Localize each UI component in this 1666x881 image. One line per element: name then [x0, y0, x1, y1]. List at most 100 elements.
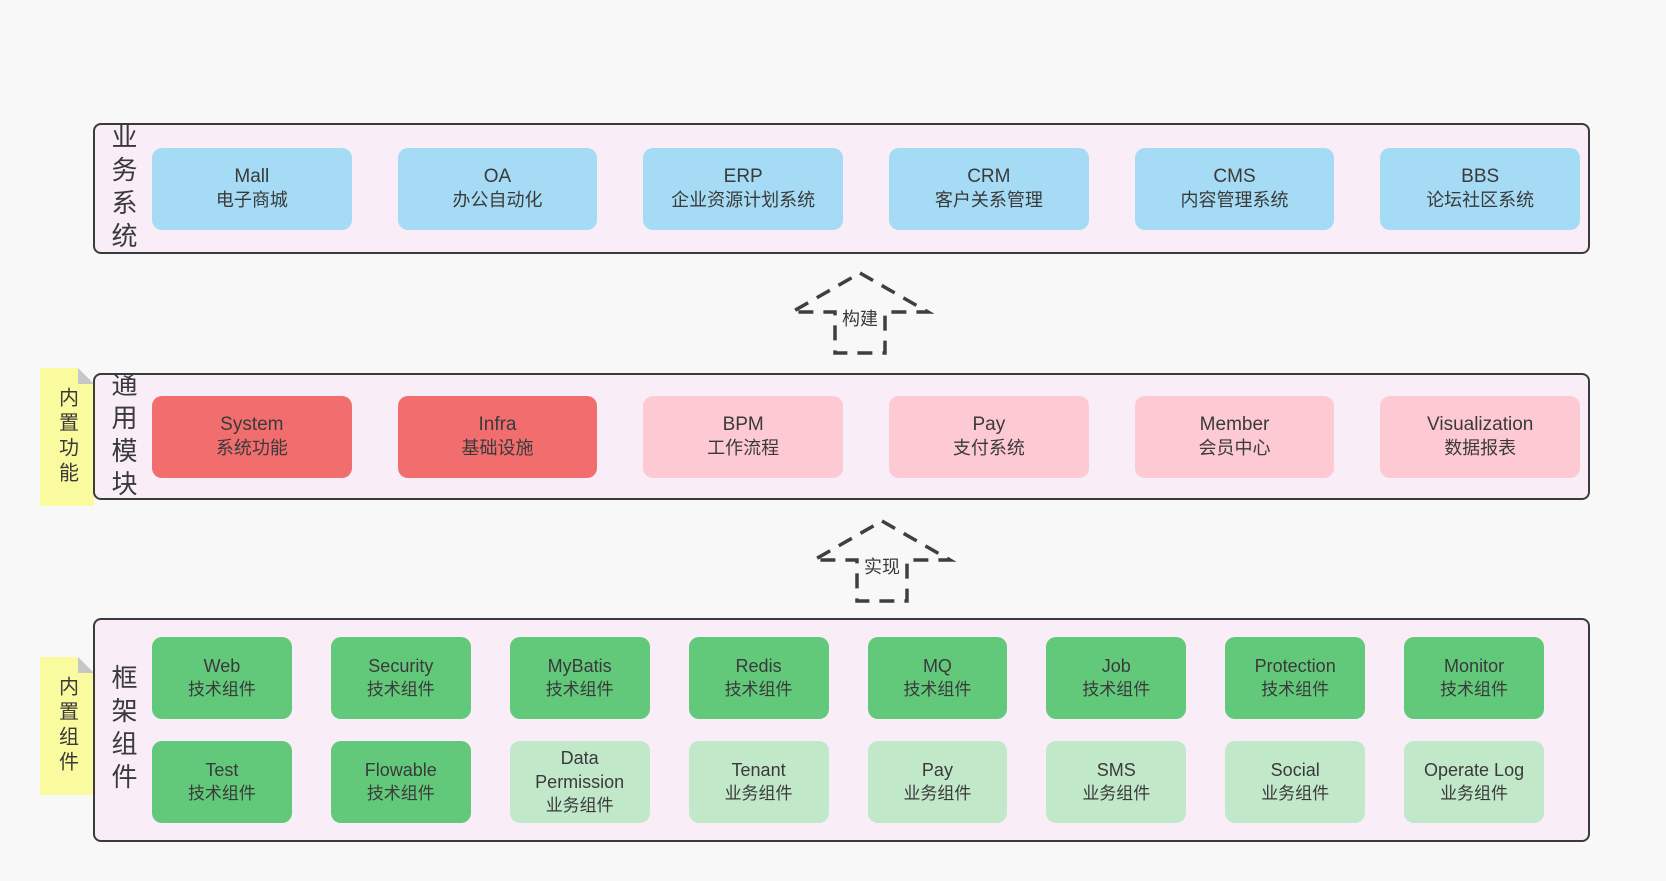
box-title: Security — [368, 655, 434, 676]
box-subtitle: 业务组件 — [724, 783, 793, 803]
box-title: MyBatis — [547, 655, 612, 676]
business-systems-label: 业务系统 — [108, 122, 138, 255]
box-subtitle: 技术组件 — [545, 679, 614, 699]
box-flowable: Flowable 技术组件 — [330, 741, 471, 823]
box-title: BPM — [722, 414, 764, 436]
framework-row-1: Web 技术组件 Security 技术组件 MyBatis 技术组件 Redi… — [152, 637, 1580, 719]
box-infra: Infra 基础设施 — [397, 395, 598, 478]
box-test: Test 技术组件 — [152, 741, 292, 823]
common-modules-layer: 通用模块 System 系统功能 Infra 基础设施 BPM 工作流程 Pay… — [93, 370, 1590, 503]
box-system: System 系统功能 — [152, 395, 352, 478]
box-title: SMS — [1096, 759, 1136, 780]
box-bbs: BBS 论坛社区系统 — [1380, 147, 1581, 230]
framework-components-label: 框架组件 — [108, 664, 138, 796]
framework-components-layer: 框架组件 Web 技术组件 Security 技术组件 MyBatis 技术组件… — [93, 618, 1590, 842]
box-subtitle: 系统功能 — [215, 438, 288, 459]
box-title: Tenant — [731, 759, 786, 780]
box-pay-module: Pay 支付系统 — [889, 395, 1089, 478]
box-subtitle: 技术组件 — [366, 783, 435, 803]
box-subtitle: 内容管理系统 — [1180, 190, 1289, 211]
box-subtitle: 数据报表 — [1444, 438, 1517, 459]
box-subtitle: 业务组件 — [1082, 783, 1151, 803]
box-pay-component: Pay 业务组件 — [867, 741, 1008, 823]
box-subtitle: 技术组件 — [1261, 679, 1330, 699]
box-title: Data Permission — [535, 748, 625, 792]
implement-arrow: 实现 — [807, 518, 957, 603]
box-title: BBS — [1461, 166, 1500, 188]
box-title: Operate Log — [1424, 759, 1525, 780]
box-title: MQ — [922, 655, 952, 676]
box-subtitle: 业务组件 — [1261, 783, 1330, 803]
box-subtitle: 技术组件 — [187, 783, 256, 803]
box-title: System — [220, 414, 284, 436]
box-title: CRM — [967, 166, 1011, 188]
box-subtitle: 技术组件 — [187, 679, 256, 699]
box-title: Pay — [921, 759, 953, 780]
box-title: Infra — [478, 414, 517, 436]
box-oa: OA 办公自动化 — [397, 147, 598, 230]
box-cms: CMS 内容管理系统 — [1134, 147, 1335, 230]
box-job: Job 技术组件 — [1046, 637, 1187, 719]
box-subtitle: 业务组件 — [1440, 783, 1509, 803]
box-subtitle: 技术组件 — [903, 679, 972, 699]
box-title: Mall — [234, 166, 270, 188]
box-title: Social — [1270, 759, 1320, 780]
box-data-permission: Data Permission 业务组件 — [509, 741, 650, 823]
box-title: Redis — [735, 655, 782, 676]
box-subtitle: 电子商城 — [215, 190, 288, 211]
box-bpm: BPM 工作流程 — [643, 395, 844, 478]
box-redis: Redis 技术组件 — [688, 637, 829, 719]
box-subtitle: 技术组件 — [366, 679, 435, 699]
box-tenant: Tenant 业务组件 — [688, 741, 829, 823]
box-subtitle: 工作流程 — [707, 438, 780, 459]
box-crm: CRM 客户关系管理 — [889, 147, 1089, 230]
box-monitor: Monitor 技术组件 — [1404, 637, 1544, 719]
box-title: Monitor — [1444, 655, 1505, 676]
framework-row-2: Test 技术组件 Flowable 技术组件 Data Permission … — [152, 741, 1580, 823]
box-subtitle: 业务组件 — [903, 783, 972, 803]
framework-components-rows: Web 技术组件 Security 技术组件 MyBatis 技术组件 Redi… — [152, 637, 1580, 823]
common-modules-boxes: System 系统功能 Infra 基础设施 BPM 工作流程 Pay 支付系统… — [152, 395, 1581, 478]
box-title: Member — [1199, 414, 1270, 436]
builtin-features-note: 内置功能 — [40, 368, 94, 506]
box-erp: ERP 企业资源计划系统 — [643, 147, 844, 230]
box-mybatis: MyBatis 技术组件 — [509, 637, 650, 719]
build-arrow: 构建 — [785, 270, 935, 355]
box-title: Job — [1101, 655, 1131, 676]
up-arrow-icon — [807, 518, 957, 603]
box-subtitle: 技术组件 — [1440, 679, 1509, 699]
box-mq: MQ 技术组件 — [867, 637, 1008, 719]
box-title: CMS — [1213, 166, 1256, 188]
box-subtitle: 论坛社区系统 — [1426, 190, 1535, 211]
box-title: Protection — [1254, 655, 1336, 676]
box-subtitle: 企业资源计划系统 — [671, 190, 816, 211]
box-title: Pay — [972, 414, 1006, 436]
box-title: Test — [205, 759, 239, 780]
box-sms: SMS 业务组件 — [1046, 741, 1187, 823]
business-systems-boxes: Mall 电子商城 OA 办公自动化 ERP 企业资源计划系统 CRM 客户关系… — [152, 147, 1581, 230]
box-social: Social 业务组件 — [1225, 741, 1366, 823]
builtin-components-note: 内置组件 — [40, 657, 94, 795]
business-systems-layer: 业务系统 Mall 电子商城 OA 办公自动化 ERP 企业资源计划系统 CRM… — [93, 122, 1590, 255]
box-subtitle: 技术组件 — [1082, 679, 1151, 699]
box-operate-log: Operate Log 业务组件 — [1404, 741, 1544, 823]
box-security: Security 技术组件 — [330, 637, 471, 719]
box-mall: Mall 电子商城 — [152, 147, 352, 230]
box-subtitle: 支付系统 — [952, 438, 1025, 459]
box-title: Web — [203, 655, 241, 676]
box-subtitle: 基础设施 — [461, 438, 534, 459]
box-title: Flowable — [364, 759, 437, 780]
up-arrow-icon — [785, 270, 935, 355]
box-protection: Protection 技术组件 — [1225, 637, 1366, 719]
box-visualization: Visualization 数据报表 — [1380, 395, 1581, 478]
box-subtitle: 技术组件 — [724, 679, 793, 699]
box-member: Member 会员中心 — [1134, 395, 1335, 478]
box-subtitle: 业务组件 — [545, 795, 614, 815]
build-arrow-label: 构建 — [839, 305, 881, 331]
implement-arrow-label: 实现 — [861, 553, 903, 579]
box-title: ERP — [723, 166, 763, 188]
box-subtitle: 客户关系管理 — [934, 190, 1043, 211]
box-subtitle: 会员中心 — [1198, 438, 1271, 459]
box-title: OA — [483, 166, 512, 188]
common-modules-label: 通用模块 — [108, 370, 138, 503]
